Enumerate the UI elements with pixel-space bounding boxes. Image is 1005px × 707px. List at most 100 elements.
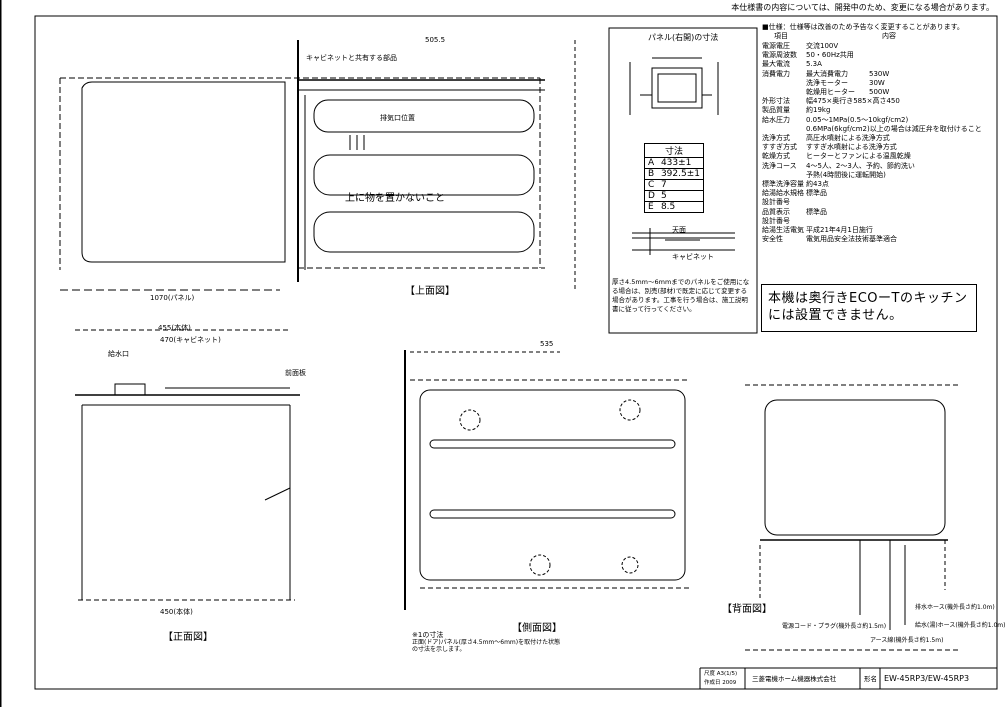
spec-key: 電源周波数 bbox=[762, 51, 797, 60]
spec-key: 給水圧力 bbox=[762, 115, 790, 124]
dim-table-header: 寸法 bbox=[644, 143, 704, 158]
spec-key: 給湯給水規格 bbox=[762, 189, 804, 198]
detail-section-lines bbox=[632, 228, 735, 255]
spec-row: 0.6MPa(6kgf/cm2)以上の場合は減圧弁を取付けること bbox=[762, 125, 982, 133]
spec-value: 約19kg bbox=[806, 106, 831, 115]
panel-note: 厚さ4.5mm～6mmまでのパネルをご使用になる場合は、別売(部材)で既定に応じ… bbox=[612, 278, 750, 313]
spec-col-item: 項目 bbox=[774, 32, 788, 40]
spec-value: 標準品 bbox=[806, 189, 827, 198]
notice-line1: 本機は奥行きECOーTのキッチン bbox=[768, 291, 968, 306]
top-view-caption: 【上面図】 bbox=[405, 286, 455, 297]
cabinet-note: キャビネットと共有する部品 bbox=[306, 54, 397, 62]
spec-value: 0.05～1MPa(0.5～10kgf/cm2) bbox=[806, 115, 909, 124]
spec-row: 給水圧力 0.05～1MPa(0.5～10kgf/cm2) bbox=[762, 116, 908, 124]
spec-key: 消費電力 bbox=[762, 69, 790, 78]
spec-key: 製品質量 bbox=[762, 106, 790, 115]
title-model-label: 形名 bbox=[864, 675, 877, 683]
spec-row: 消費電力 最大消費電力 530W bbox=[762, 70, 889, 78]
spec-value: 最大消費電力 530W bbox=[806, 69, 890, 78]
spec-row: 標準洗浄容量約43点 bbox=[762, 180, 829, 188]
spec-key: 電源電圧 bbox=[762, 42, 790, 50]
spec-key: 給湯生活電気 bbox=[762, 226, 804, 234]
spec-key: すすぎ方式 bbox=[762, 143, 797, 152]
spec-value: 電気用品安全法技術基準適合 bbox=[806, 235, 897, 244]
spec-row: 品質表示 標準品 bbox=[762, 208, 827, 216]
spec-key: 品質表示 bbox=[762, 207, 790, 216]
spec-value: ヒーターとファンによる温風乾燥 bbox=[806, 152, 911, 161]
spec-key: 洗浄方式 bbox=[762, 134, 790, 142]
detail-bottom-label: キャビネット bbox=[672, 253, 714, 261]
spec-title: ■仕様：仕様等は改善のため予告なく変更することがあります。 bbox=[762, 23, 964, 31]
spec-row: 最大電流 5.3A bbox=[762, 60, 822, 68]
spec-row: 乾燥用ヒーター 500W bbox=[762, 88, 889, 96]
detail-top-label: 天面 bbox=[672, 226, 686, 234]
spec-row: 洗浄コース 4～5人、2～3人、予約、節約洗い bbox=[762, 162, 915, 170]
spec-row: 設計番号 bbox=[762, 217, 806, 225]
spec-value: 洗浄モーター 30W bbox=[806, 78, 885, 87]
spec-row: 設計番号 bbox=[762, 198, 806, 206]
spec-row: 製品質量 約19kg bbox=[762, 106, 830, 114]
spec-key: 安全性 bbox=[762, 235, 783, 244]
spec-row: 予熱(4時間後に運転開始) bbox=[762, 171, 886, 179]
spec-row: 電源電圧 交流100V bbox=[762, 42, 838, 50]
spec-row: 洗浄モーター 30W bbox=[762, 79, 885, 87]
header-note: 本仕様書の内容については、開発中のため、変更になる場合があります。 bbox=[731, 3, 994, 12]
spec-block: ■仕様：仕様等は改善のため予告なく変更することがあります。 項目 内容 電源電圧… bbox=[762, 23, 994, 258]
back-view-lines bbox=[745, 384, 960, 651]
spec-value: 5.3A bbox=[806, 60, 822, 69]
top-dim-top: 505.5 bbox=[425, 36, 446, 44]
front-side-label: 前面板 bbox=[285, 369, 306, 377]
spec-row: すすぎ方式すすぎ水噴射による洗浄方式 bbox=[762, 143, 897, 151]
model-number: EW-45RP3/EW-45RP3 bbox=[884, 674, 970, 683]
spec-row: 外形寸法 幅475×奥行き585×高さ450 bbox=[762, 97, 900, 105]
front-dim-bottom: 450(本体) bbox=[160, 608, 193, 616]
spec-value: 約43点 bbox=[806, 180, 829, 188]
company-name: 三菱電機ホーム機器株式会社 bbox=[752, 675, 837, 683]
panel-diagram-lines bbox=[629, 57, 719, 115]
back-label-earth: アース線(機外長さ約1.5m) bbox=[870, 637, 944, 644]
front-view-caption: 【正面図】 bbox=[163, 632, 213, 643]
panel-section-title: パネル(右開)の寸法 bbox=[648, 33, 719, 42]
spec-key: 乾燥方式 bbox=[762, 152, 790, 161]
spec-key: 設計番号 bbox=[762, 216, 790, 225]
spec-value: 交流100V bbox=[806, 42, 839, 50]
spec-value: 50・60Hz共用 bbox=[806, 51, 854, 60]
spec-value: 0.6MPa(6kgf/cm2)以上の場合は減圧弁を取付けること bbox=[806, 124, 982, 133]
notice-box: 本機は奥行きECOーTのキッチン には設置できません。 bbox=[761, 284, 977, 332]
spec-row: 乾燥方式 ヒーターとファンによる温風乾燥 bbox=[762, 152, 911, 160]
top-view-lines bbox=[59, 40, 576, 291]
spec-key: 最大電流 bbox=[762, 60, 790, 69]
spec-value: 4～5人、2～3人、予約、節約洗い bbox=[806, 161, 915, 170]
spec-value: 幅475×奥行き585×高さ450 bbox=[806, 97, 900, 106]
back-label-supply: 給水(湯)ホース(機外長さ約1.0m) bbox=[915, 622, 1005, 629]
spec-col-detail: 内容 bbox=[882, 32, 896, 40]
notice-line2: には設置できません。 bbox=[768, 308, 903, 323]
side-view-caption: 【側面図】 bbox=[512, 623, 562, 634]
spec-key: 設計番号 bbox=[762, 198, 790, 207]
top-caution: 上に物を置かないこと bbox=[345, 193, 445, 204]
top-dim-bottom: 1070(パネル) bbox=[150, 294, 195, 302]
spec-key: 洗浄コース bbox=[762, 161, 797, 170]
back-label-drain: 排水ホース(機外長さ約1.0m) bbox=[915, 604, 995, 611]
back-view-caption: 【背面図】 bbox=[722, 604, 772, 615]
front-view-lines bbox=[75, 329, 300, 601]
exhaust-label: 排気口位置 bbox=[380, 114, 415, 122]
back-label-cord: 電源コード・プラグ(機外長さ約1.5m) bbox=[782, 623, 887, 630]
side-view-lines bbox=[404, 350, 690, 610]
spec-key: 外形寸法 bbox=[762, 97, 790, 106]
title-date: 作成日 2009 bbox=[704, 680, 737, 686]
spec-row: 給湯給水規格標準品 bbox=[762, 189, 827, 197]
front-dim-top2: 470(キャビネット) bbox=[160, 336, 221, 344]
title-scale: 尺度 A3(1/5) bbox=[704, 671, 738, 677]
spec-value: 高圧水噴射による洗浄方式 bbox=[806, 134, 890, 142]
spec-value: 標準品 bbox=[806, 207, 827, 216]
side-footnote-title: ※1の寸法 bbox=[412, 631, 444, 639]
